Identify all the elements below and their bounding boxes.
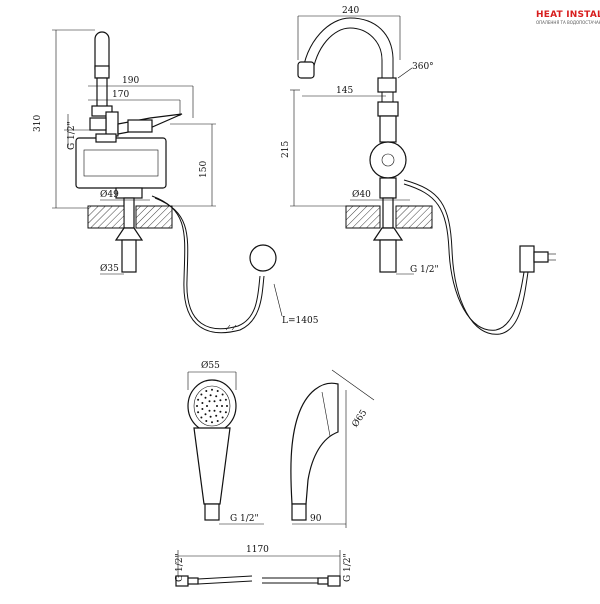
shower-hose (175, 550, 341, 587)
faucet-front-view (290, 15, 556, 335)
dim-90: 90 (310, 514, 322, 524)
dim-d40: Ø40 (352, 189, 371, 200)
logo-text: HEAT INSTALL (536, 10, 600, 20)
shower-head-front (187, 371, 264, 525)
brand-logo: HEAT INSTALL ОПАЛЕННЯ ТА ВОДОПОСТАЧАННЯ (536, 10, 600, 25)
dim-d35: Ø35 (100, 263, 119, 274)
faucet-side-view (52, 29, 283, 334)
dim-310: 310 (33, 115, 43, 132)
dim-215: 215 (281, 141, 291, 158)
dim-d65: Ø65 (350, 407, 370, 429)
dim-l1405: L=1405 (282, 316, 319, 326)
dim-145: 145 (336, 86, 353, 96)
dim-g12-left-vertical: G 1/2" (67, 121, 77, 150)
dim-g12-hose-right: G 1/2" (343, 553, 353, 582)
dim-190: 190 (122, 76, 139, 86)
dim-1170: 1170 (246, 545, 269, 555)
dim-150: 150 (199, 161, 209, 178)
dim-240: 240 (342, 6, 359, 16)
dim-g12-right: G 1/2" (410, 265, 439, 275)
logo-subtitle: ОПАЛЕННЯ ТА ВОДОПОСТАЧАННЯ (536, 20, 600, 25)
dim-170: 170 (112, 90, 129, 100)
shower-head-side (290, 369, 375, 528)
dim-d55: Ø55 (201, 360, 220, 371)
dim-g12-head: G 1/2" (230, 514, 259, 524)
dim-360: 360° (412, 62, 434, 72)
dim-d49: Ø49 (100, 189, 119, 200)
dim-g12-hose-left: G 1/2" (175, 553, 185, 582)
